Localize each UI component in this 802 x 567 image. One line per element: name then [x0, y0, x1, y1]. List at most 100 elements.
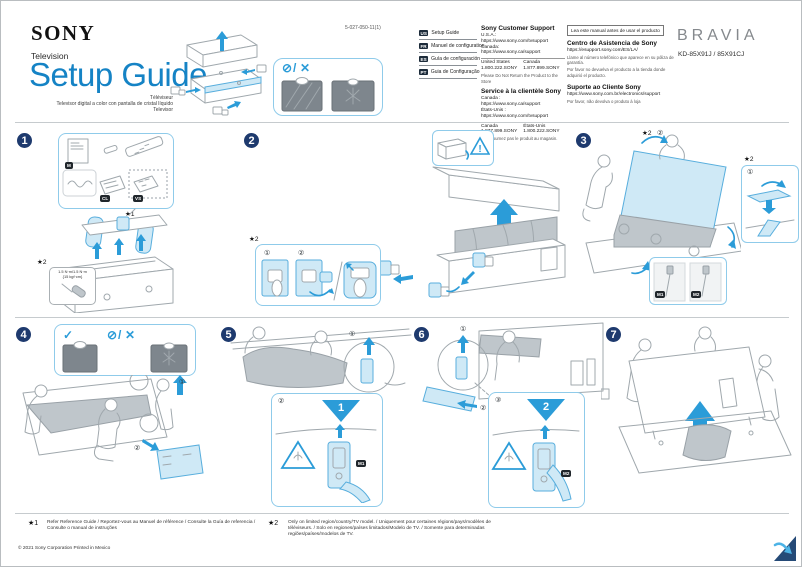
step2-lift-cover-illustration: [373, 153, 573, 311]
subtitle-fr: Téléviseur: [149, 95, 173, 101]
support-en-note: Please Do Not Return the Product to the …: [481, 72, 558, 84]
support-en-region2: Canada:: [481, 44, 500, 50]
support-pt-title: Suporte ao Cliente Sony: [567, 83, 641, 91]
support-fr-url1: https://www.sony.ca/support: [481, 102, 541, 108]
support-fr-note: Ne retournez pas le produit au magasin.: [481, 136, 558, 142]
step3-flip-leg-box: ①: [741, 165, 799, 243]
accessories-illustration: [59, 134, 172, 207]
footnote-2-text: Only on limited region/country/TV model.…: [288, 520, 491, 537]
step3-substep-2: ②: [657, 130, 664, 137]
part-number: 5-027-050-11(1): [345, 25, 381, 31]
torque-note-box: 1.5 N·m/1.5 N·m {15 kgf·cm}: [49, 267, 96, 305]
step5-leg-badge: M1: [356, 460, 367, 467]
hold-positions-thumbnails: [59, 341, 191, 374]
step7-lift-tv-illustration: [601, 323, 802, 493]
support-es-title: Centro de Asistencia de Sony: [567, 39, 657, 47]
step3-substep-1: ①: [747, 169, 754, 176]
lang-badge-pt: PT: [419, 69, 428, 75]
support-en-phones: United States 1.800.222.SONY Canada 1.87…: [481, 58, 565, 72]
lang-badge-fr: FR: [419, 43, 429, 49]
model-number: KD-85X91J / 85X91CJ: [678, 51, 745, 58]
support-es-note1: Llame al número telefónico que aparece e…: [567, 54, 674, 66]
slash-symbol: /: [293, 61, 297, 75]
language-row-es: ES Guía de configuración: [419, 53, 480, 66]
step-3-number: 3: [576, 133, 591, 148]
language-row-us: US Setup Guide: [419, 27, 477, 40]
prohibition-icon: ⊘: [282, 61, 293, 75]
footnote-2-mark: ★2: [268, 520, 279, 527]
step6-leg-illustration: 2: [491, 399, 581, 504]
step4-prohibition-icon: ⊘: [107, 328, 118, 342]
step4-slash-symbol: /: [118, 328, 122, 342]
unboxing-overview-illustration: [169, 31, 269, 119]
step3-raise-tv-illustration: [576, 131, 741, 281]
support-pt-url: https://www.sony.com.br/electronics/supp…: [567, 91, 661, 97]
support-en-title: Sony Customer Support: [481, 25, 555, 32]
step-6-number: 6: [414, 327, 429, 342]
support-fr-url2: https://www.sony.com/tvsupport: [481, 113, 549, 119]
row-divider: [15, 317, 789, 318]
step2-clip-detail-box: ① ②: [255, 244, 381, 306]
support-en-region1: U.S.A.:: [481, 33, 497, 38]
support-fr-region2: États-Unis :: [481, 107, 506, 113]
step2-substep-2: ②: [298, 250, 305, 257]
clip-removal-steps-illustration: [258, 258, 378, 303]
cross-icon: ✕: [300, 61, 311, 75]
step6-leg-badge: M2: [561, 470, 572, 477]
subtitle-pt: Televisor: [153, 107, 173, 113]
step4-substep-2: ②: [134, 445, 141, 452]
copyright-line: © 2021 Sony Corporation Printed in Mexic…: [18, 546, 111, 551]
step-2-number: 2: [244, 133, 259, 148]
accessories-box: M CL VS: [58, 133, 174, 209]
step5-attach-leg-scene: [229, 323, 419, 395]
step2-star2-mark: ★2: [249, 236, 259, 243]
step-1-number: 1: [17, 133, 32, 148]
support-column-es-pt: Lea este manual antes de usar el product…: [567, 25, 675, 104]
header-divider: [15, 122, 789, 123]
flip-leg-illustration: [744, 180, 796, 240]
support-fr-title: Service à la clientèle Sony: [481, 88, 561, 96]
sony-logo: SONY: [31, 21, 96, 45]
language-list: US Setup Guide FR Manuel de configuratio…: [419, 27, 485, 79]
step2-substep-1: ①: [264, 250, 271, 257]
lang-badge-es: ES: [419, 56, 429, 62]
title-translations: Téléviseur Televisor digital a color con…: [23, 95, 173, 113]
step5-leg-illustration: 1: [274, 400, 379, 503]
screw-m1-badge: M1: [655, 291, 666, 298]
cl-parts-badge: CL: [100, 195, 111, 202]
step6-substep-2: ②: [480, 405, 487, 412]
leg-position-label-2: 2: [543, 401, 549, 413]
support-es-note2: Por favor no devuelva el producto a la t…: [567, 67, 666, 78]
caution-exclamation: !: [478, 144, 481, 155]
support-en-url2: https://www.sony.ca/support: [481, 50, 541, 56]
footnote-1-text: Refer Reference Guide / Reportez-vous au…: [47, 520, 256, 531]
vs-parts-badge: VS: [133, 195, 144, 202]
step5-substep-1: ①: [349, 331, 356, 338]
manual-badge: M: [65, 162, 73, 169]
turn-page-icon: [771, 536, 796, 561]
bravia-logo: BRAVIA: [677, 27, 759, 44]
leg-position-label-1: 1: [338, 402, 344, 414]
subtitle-es: Televisor digital a color con pantalla d…: [56, 101, 173, 107]
screw-m2-badge: M2: [691, 291, 702, 298]
step5-substep-2: ②: [278, 398, 285, 405]
step-4-number: 4: [16, 327, 31, 342]
step-5-number: 5: [221, 327, 236, 342]
up-arrow-icon: [216, 31, 228, 51]
step4-substep-1: ①: [179, 379, 186, 386]
step5-leg-detail-box: ② 1 M1: [271, 393, 383, 507]
step6-attach-leg-scene: [421, 321, 606, 415]
step1-star2-mark: ★2: [37, 259, 47, 266]
support-pt-note: Por favor, não devolva o produto à loja: [567, 98, 641, 104]
lang-badge-us: US: [419, 30, 429, 36]
step4-cross-icon: ✕: [125, 328, 136, 342]
wrong-handling-thumbnails: [280, 77, 378, 113]
language-row-fr: FR Manuel de configuration: [419, 40, 485, 53]
handling-warning-box: ⊘ / ✕: [273, 58, 383, 116]
step4-handling-box: ✓ ⊘ / ✕: [54, 324, 196, 376]
step4-remove-foam-illustration: [11, 375, 211, 495]
support-es-url: https://esupport.sony.com/ES/LA/: [567, 47, 638, 53]
screwdriver-icon: [58, 280, 88, 304]
footnote-1-mark: ★1: [28, 520, 39, 527]
